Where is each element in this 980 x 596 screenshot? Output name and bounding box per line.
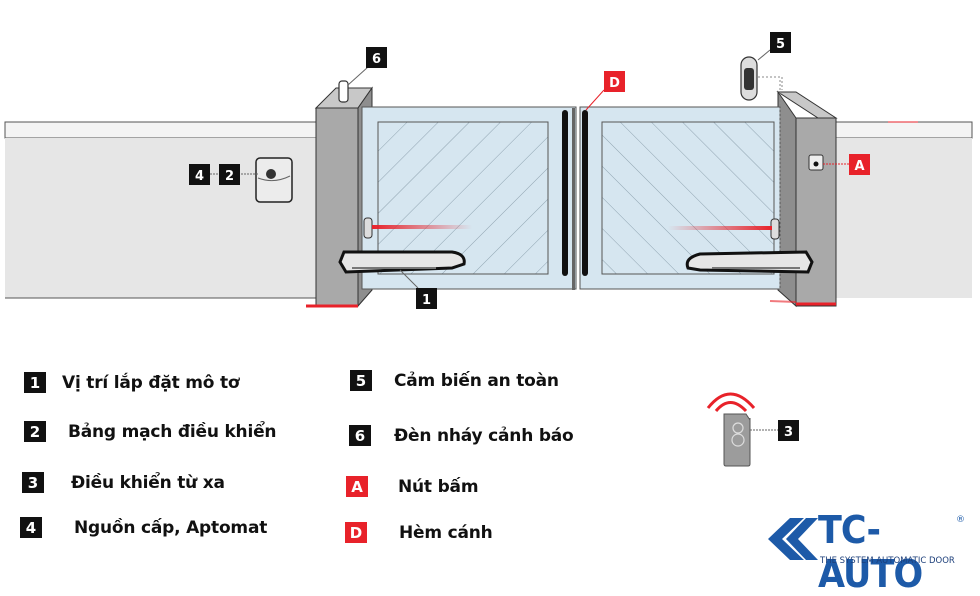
leader-6	[347, 66, 369, 86]
motor-arm-left	[338, 250, 466, 274]
remote-control-group: 3	[706, 392, 799, 467]
legend-item-5: 5 Cảm biến an toàn	[350, 370, 559, 391]
svg-text:A: A	[854, 159, 864, 174]
legend-label: Bảng mạch điều khiển	[68, 421, 277, 442]
warning-light-icon	[338, 80, 349, 103]
legend-label: Nguồn cấp, Aptomat	[74, 517, 268, 538]
legend-badge: 6	[349, 425, 371, 446]
legend-item-2: 2 Bảng mạch điều khiển	[24, 421, 277, 442]
svg-text:5: 5	[776, 37, 785, 52]
legend-item-A: A Nút bấm	[346, 476, 479, 497]
safety-beam-right	[668, 218, 780, 240]
push-button-icon	[808, 154, 849, 171]
svg-text:1: 1	[422, 293, 431, 308]
legend-item-1: 1 Vị trí lắp đặt mô tơ	[24, 372, 240, 393]
legend-badge: 3	[22, 472, 44, 493]
legend-item-6: 6 Đèn nháy cảnh báo	[349, 425, 574, 446]
legend-label: Vị trí lắp đặt mô tơ	[62, 372, 240, 393]
logo-tagline: THE SYSTEM AUTOMATIC DOOR	[820, 556, 955, 566]
marker-1: 1	[416, 288, 437, 309]
right-wall	[835, 121, 973, 298]
legend-badge: 5	[350, 370, 372, 391]
svg-text:D: D	[609, 76, 620, 91]
logo-registered-mark: ®	[956, 515, 965, 525]
legend-label: Cảm biến an toàn	[394, 370, 559, 391]
legend-badge: A	[346, 476, 368, 497]
svg-text:2: 2	[225, 169, 234, 184]
leader-1	[399, 269, 419, 289]
marker-6: 6	[366, 47, 387, 68]
legend-badge: 2	[24, 421, 46, 442]
remote-control-icon	[706, 392, 756, 467]
marker-A: A	[849, 154, 870, 175]
logo-name: TC-AUTO	[818, 508, 923, 596]
svg-text:3: 3	[784, 425, 793, 440]
legend-item-4: 4 Nguồn cấp, Aptomat	[20, 517, 267, 538]
brand-logo: TC-AUTO ® THE SYSTEM AUTOMATIC DOOR	[760, 508, 970, 596]
legend-item-D: D Hèm cánh	[345, 522, 493, 543]
legend-label: Hèm cánh	[399, 522, 493, 543]
marker-4: 4	[189, 164, 210, 185]
legend-badge: D	[345, 522, 367, 543]
motor-arm-right	[685, 250, 814, 274]
chevron-logo-icon	[768, 518, 818, 560]
leader-D	[585, 89, 605, 111]
marker-5: 5	[770, 32, 791, 53]
legend-badge: 1	[24, 372, 46, 393]
right-gate-leaf	[579, 80, 781, 290]
svg-text:4: 4	[195, 169, 204, 184]
legend-badge: 4	[20, 517, 42, 538]
legend-label: Điều khiển từ xa	[71, 472, 225, 493]
svg-text:6: 6	[372, 52, 381, 67]
control-box-icon	[255, 157, 293, 203]
gate-installation-scene: 6 5 D A 4 2 1	[4, 32, 973, 309]
marker-D: D	[604, 71, 625, 92]
safety-beam-left	[363, 217, 472, 239]
left-wall	[4, 121, 318, 299]
marker-2: 2	[219, 164, 240, 185]
marker-3: 3	[778, 420, 799, 441]
legend-label: Đèn nháy cảnh báo	[394, 425, 574, 446]
legend-item-3: 3 Điều khiển từ xa	[22, 472, 225, 493]
legend-label: Nút bấm	[398, 476, 479, 497]
safety-sensor-icon	[740, 49, 783, 101]
